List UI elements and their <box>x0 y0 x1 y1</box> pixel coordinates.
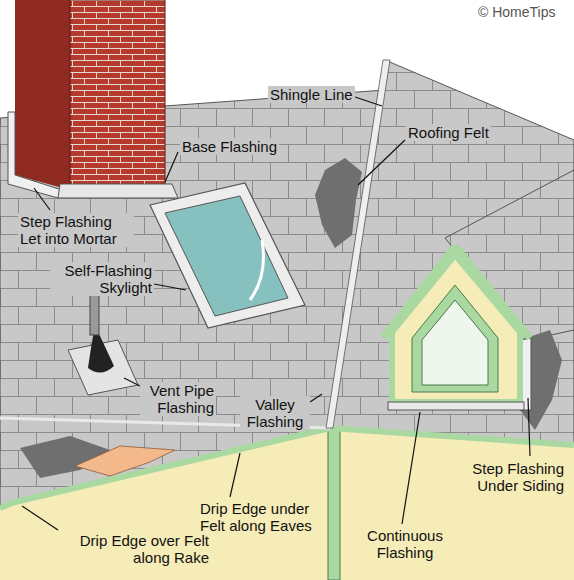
part-label: Roofing Felt <box>406 124 491 141</box>
dormer-face <box>392 255 520 402</box>
corner-post <box>328 430 340 580</box>
part-label: Drip Edge over Felt along Rake <box>62 532 211 566</box>
glass-reflection <box>250 240 264 300</box>
part-label: Drip Edge under Felt along Eaves <box>198 500 324 534</box>
eave-trim <box>15 428 330 502</box>
house-wall <box>0 428 574 580</box>
part-label: Base Flashing <box>180 138 279 155</box>
skylight-glass <box>165 196 288 316</box>
part-label: Self-Flashing Skylight <box>50 262 154 296</box>
skylight-frame <box>150 183 305 328</box>
part-label: Shingle Line <box>268 86 355 103</box>
watermark: © HomeTips <box>476 4 557 21</box>
dormer-window <box>412 285 498 392</box>
part-label: Step Flashing Let into Mortar <box>18 213 134 247</box>
chimney-front <box>70 0 165 190</box>
vent-pipe <box>90 290 99 335</box>
part-label: Step Flashing Under Siding <box>452 460 566 494</box>
part-label: Continuous Flashing <box>358 527 452 561</box>
felt-patch <box>315 158 362 248</box>
felt-patch <box>520 330 562 430</box>
base-flashing <box>58 184 178 198</box>
step-flashing <box>8 112 62 198</box>
chimney-side <box>15 0 70 190</box>
eave-trim <box>330 428 574 445</box>
rake-trim <box>0 502 15 508</box>
window-glass <box>422 300 488 385</box>
part-label: Vent Pipe Flashing <box>140 382 216 416</box>
part-label: Valley Flashing <box>240 396 310 430</box>
continuous-flashing <box>388 402 524 410</box>
vent-boot <box>88 332 114 373</box>
